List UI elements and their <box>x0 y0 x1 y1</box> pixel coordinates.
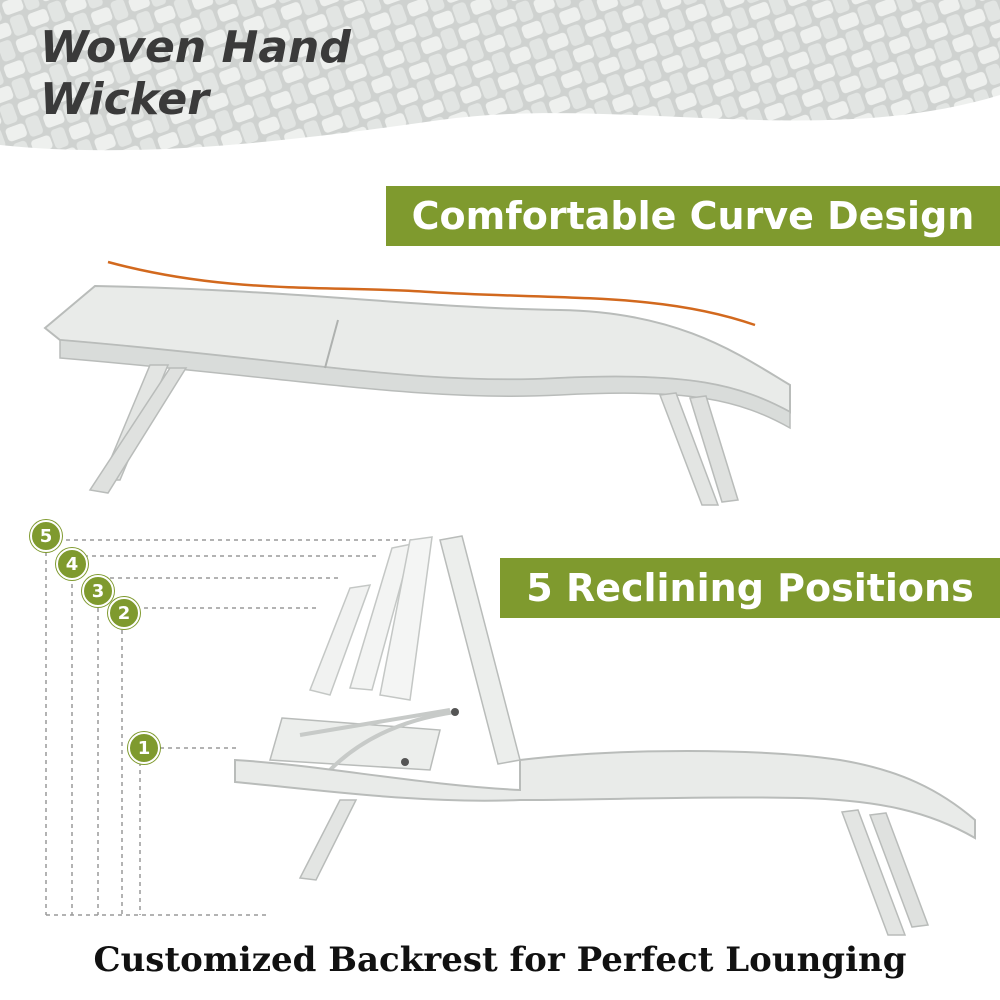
header-title-line2: Wicker <box>40 74 209 125</box>
header-title: Woven Hand Wicker <box>40 22 351 126</box>
bottom-lounger-image <box>234 535 976 936</box>
curve-indicator-line <box>107 260 756 327</box>
position-badge-3: 3 <box>82 575 114 607</box>
wicker-texture-background <box>0 0 1000 151</box>
position-badge-5: 5 <box>30 520 62 552</box>
recline-guide-lines <box>45 539 420 916</box>
position-badge-2: 2 <box>108 597 140 629</box>
top-lounger-image <box>43 284 791 506</box>
position-badge-4: 4 <box>56 548 88 580</box>
footer-caption: Customized Backrest for Perfect Lounging <box>93 940 907 980</box>
position-badge-1: 1 <box>128 732 160 764</box>
header-title-line1: Woven Hand <box>40 22 351 73</box>
curve-design-banner: Comfortable Curve Design <box>386 186 1000 246</box>
reclining-positions-banner: 5 Reclining Positions <box>500 558 1000 618</box>
